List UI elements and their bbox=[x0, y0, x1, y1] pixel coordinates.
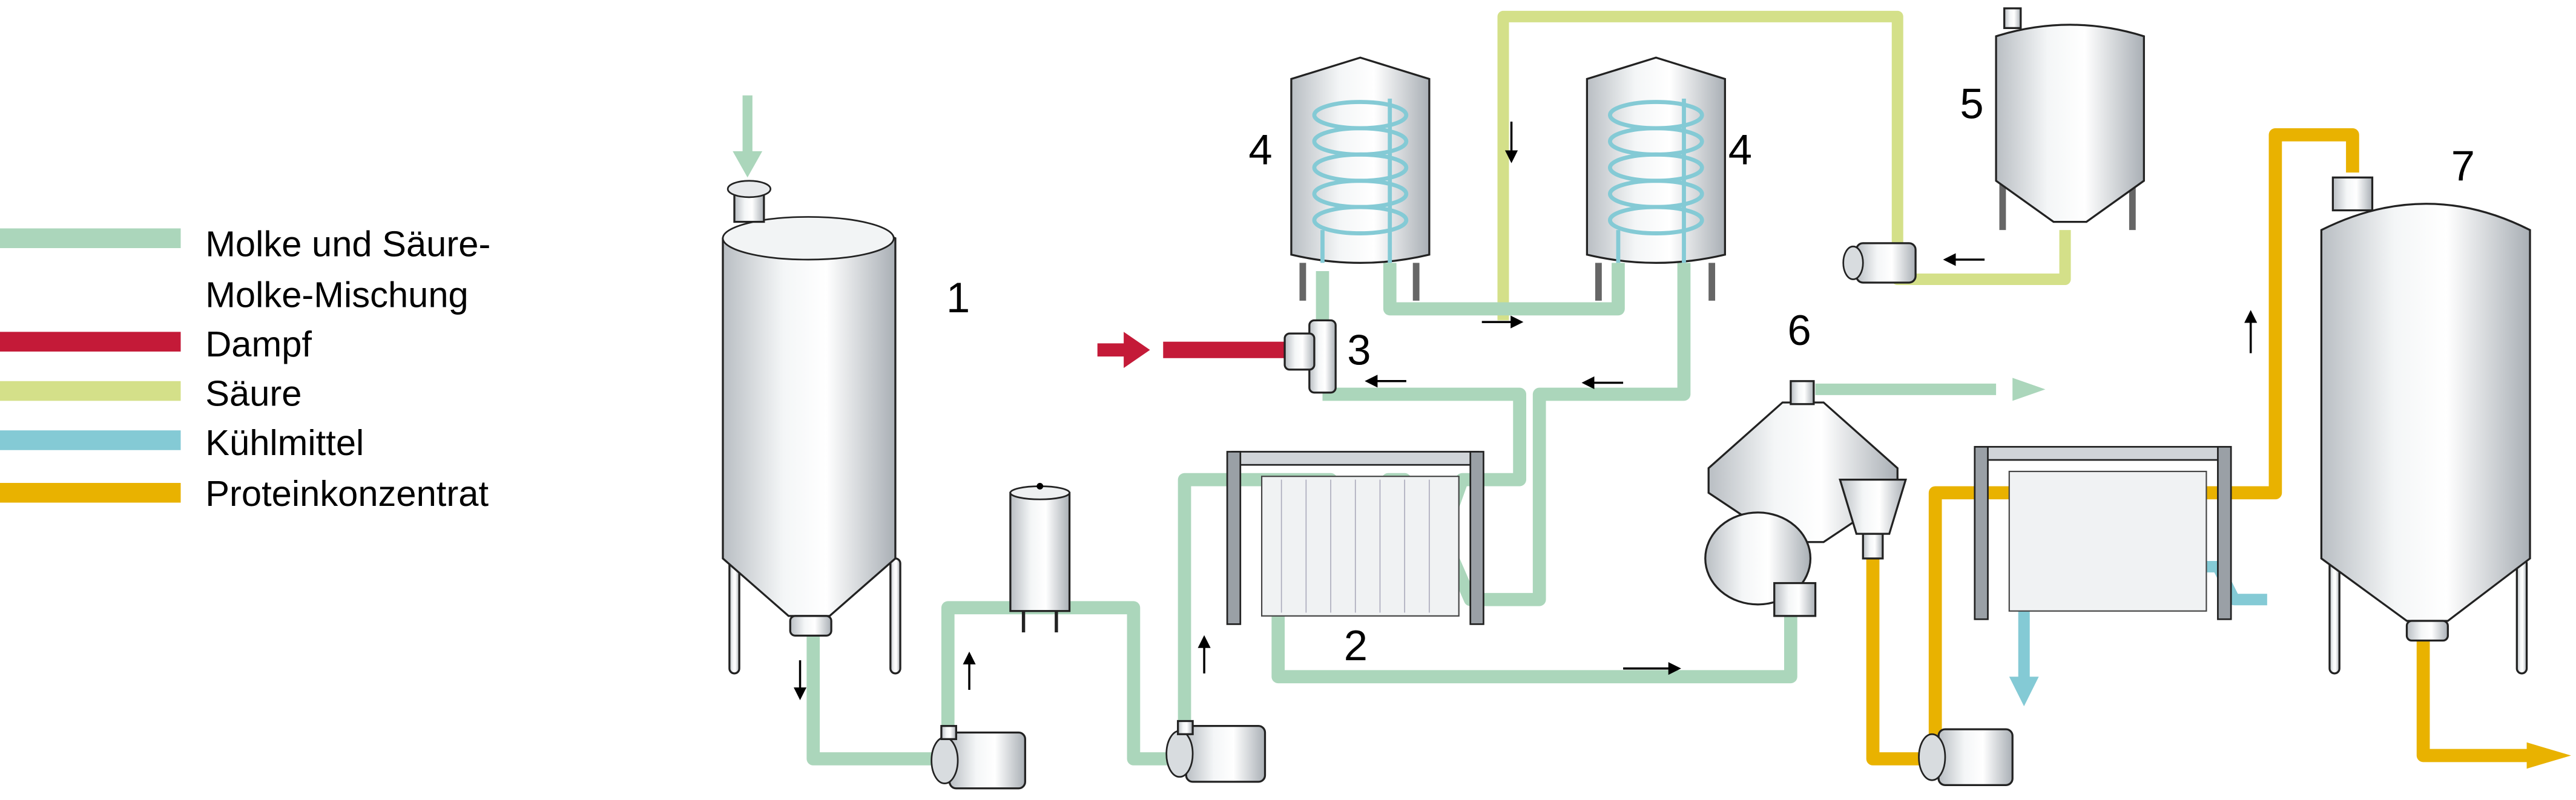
legend-swatch-whey bbox=[0, 228, 181, 248]
label-holding-tank-left: 4 bbox=[1248, 126, 1272, 174]
cooling-coil bbox=[1607, 99, 1704, 263]
legend-swatch-protein bbox=[0, 483, 181, 503]
whey-inlet-arrow-icon bbox=[733, 151, 763, 178]
legend-swatch-acid bbox=[0, 381, 181, 401]
whey-pipe-tank1-pump1 bbox=[806, 632, 940, 766]
legend: Molke und Säure- Molke-Mischung Dampf Sä… bbox=[0, 224, 490, 514]
legend-label-whey-line2: Molke-Mischung bbox=[205, 275, 469, 315]
label-holding-tank-right: 4 bbox=[1728, 126, 1752, 174]
steam-injector bbox=[1283, 319, 1337, 394]
whey-storage-tank bbox=[722, 180, 901, 675]
cooling-coil bbox=[1312, 99, 1409, 263]
label-steam-injector: 3 bbox=[1347, 326, 1371, 374]
acid-tank bbox=[1995, 7, 2145, 231]
legend-swatch-steam bbox=[0, 332, 181, 352]
steam-arrow-icon bbox=[1097, 332, 1150, 369]
pump-3 bbox=[1918, 728, 2014, 786]
legend-label-coolant: Kühlmittel bbox=[205, 422, 364, 463]
protein-outlet-arrow-icon bbox=[2526, 742, 2571, 769]
protein-outlet-pipe bbox=[2416, 640, 2531, 762]
whey-outlet-arrow-icon bbox=[2012, 378, 2046, 401]
holding-tank-right bbox=[1586, 56, 1726, 301]
acid-pump bbox=[1842, 242, 1917, 284]
legend-label-acid: Säure bbox=[205, 373, 301, 413]
flow-arrows bbox=[793, 122, 2258, 701]
filter-vessel bbox=[1009, 483, 1071, 632]
legend-label-protein: Proteinkonzentrat bbox=[205, 473, 489, 514]
plate-heat-exchanger bbox=[1226, 451, 1484, 625]
pump-2 bbox=[1165, 720, 1267, 783]
steam-pipe bbox=[1163, 341, 1286, 358]
acid-pipe bbox=[1497, 10, 2071, 321]
legend-label-whey-line1: Molke und Säure- bbox=[205, 224, 490, 264]
legend-label-steam: Dampf bbox=[205, 324, 312, 364]
pump-1 bbox=[931, 725, 1026, 790]
label-separator: 6 bbox=[1787, 306, 1811, 354]
legend-swatch-coolant bbox=[0, 430, 181, 450]
label-acid-tank: 5 bbox=[1960, 80, 1983, 128]
whey-pipe-pump1-filter bbox=[941, 601, 1170, 766]
plate-cooler bbox=[1974, 445, 2232, 620]
label-tank-1: 1 bbox=[946, 274, 970, 321]
holding-tank-left bbox=[1290, 56, 1431, 301]
concentrate-tank bbox=[2320, 176, 2531, 675]
separator bbox=[1704, 380, 1908, 617]
coolant-outlet-arrow-icon bbox=[2009, 677, 2039, 707]
label-heat-exchanger: 2 bbox=[1344, 621, 1368, 669]
label-concentrate-tank: 7 bbox=[2451, 142, 2475, 190]
